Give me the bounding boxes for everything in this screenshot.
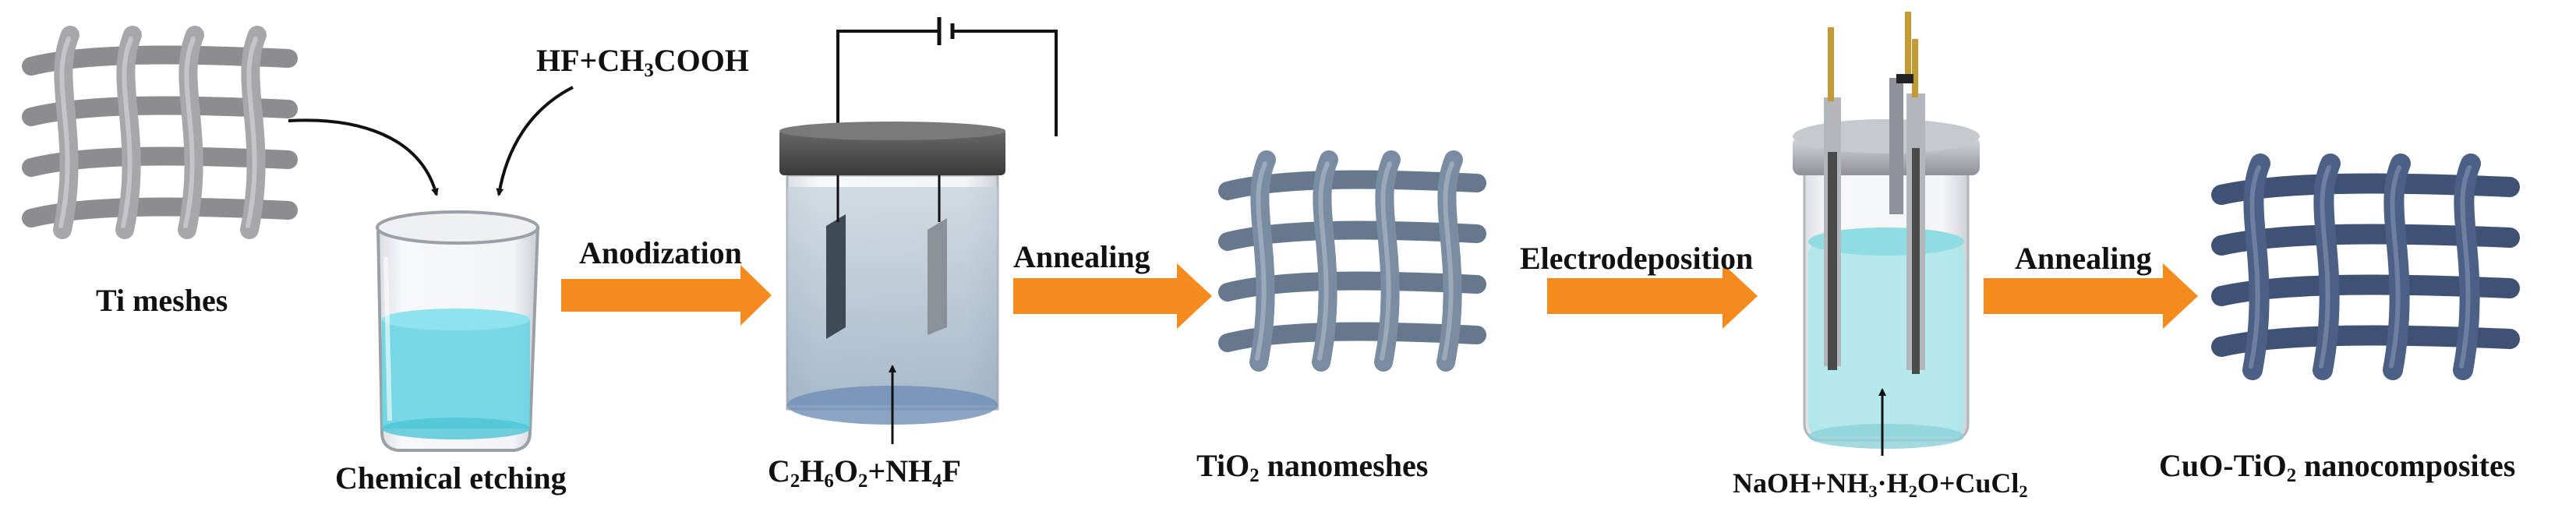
tio2-mesh-icon bbox=[1218, 150, 1486, 372]
el1-g: +NH bbox=[868, 453, 933, 489]
label-chemical-etching: Chemical etching bbox=[335, 460, 567, 496]
label-electrodeposition: Electrodeposition bbox=[1520, 241, 1754, 276]
label-electrolyte-2: NaOH+NH3·H2O+CuCl2 bbox=[1733, 467, 2028, 500]
el1-i: F bbox=[942, 453, 961, 489]
label-electrolyte-1: C2H6O2+NH4F bbox=[768, 453, 961, 491]
ti-mesh-icon bbox=[22, 26, 298, 239]
etchant-part-b: 3 bbox=[644, 59, 654, 81]
el1-h: 4 bbox=[932, 470, 942, 492]
el2-a: NaOH+NH bbox=[1733, 467, 1869, 499]
el1-e: O bbox=[833, 453, 858, 489]
anodization-cell-icon bbox=[779, 17, 1058, 444]
mesh-to-beaker-arrow bbox=[288, 118, 439, 196]
label-anodization: Anodization bbox=[579, 235, 742, 270]
acid-to-beaker-arrow bbox=[496, 86, 574, 196]
label-tio2-nanomeshes: TiO2 nanomeshes bbox=[1196, 448, 1429, 485]
el2-e: O+CuCl bbox=[1917, 467, 2019, 499]
tio2-b: 2 bbox=[1249, 464, 1260, 486]
label-annealing-2: Annealing bbox=[2015, 241, 2152, 276]
el1-a: C bbox=[768, 453, 790, 489]
el2-b: 3 bbox=[1868, 481, 1878, 502]
arrow-electrodeposition bbox=[1547, 263, 1758, 329]
el1-d: 6 bbox=[824, 470, 834, 492]
el1-b: 2 bbox=[790, 470, 800, 492]
cuo-c: nanocomposites bbox=[2296, 448, 2516, 483]
el2-d: 2 bbox=[1908, 481, 1917, 502]
label-ti-meshes: Ti meshes bbox=[96, 283, 228, 318]
cuo-b: 2 bbox=[2286, 464, 2297, 486]
etchant-part-a: HF+CH bbox=[536, 43, 645, 78]
arrow-anodization bbox=[561, 265, 772, 326]
el2-c: ·H bbox=[1877, 467, 1909, 499]
arrow-annealing-1 bbox=[1013, 263, 1212, 329]
arrow-annealing-2 bbox=[1984, 263, 2198, 329]
etchant-part-c: COOH bbox=[653, 43, 749, 78]
cuo-tio2-mesh-icon bbox=[2211, 153, 2520, 380]
beaker-icon bbox=[376, 210, 539, 452]
label-annealing-1: Annealing bbox=[1013, 239, 1150, 274]
cuo-a: CuO-TiO bbox=[2159, 448, 2287, 483]
tio2-c: nanomeshes bbox=[1259, 448, 1429, 483]
tio2-a: TiO bbox=[1196, 448, 1250, 483]
el1-f: 2 bbox=[857, 470, 868, 492]
electrodeposition-cell-icon bbox=[1793, 12, 1980, 456]
el1-c: H bbox=[800, 453, 825, 489]
label-cuo-tio2: CuO-TiO2 nanocomposites bbox=[2159, 448, 2516, 485]
label-etchant: HF+CH3COOH bbox=[536, 43, 749, 80]
el2-f: 2 bbox=[2019, 481, 2028, 502]
